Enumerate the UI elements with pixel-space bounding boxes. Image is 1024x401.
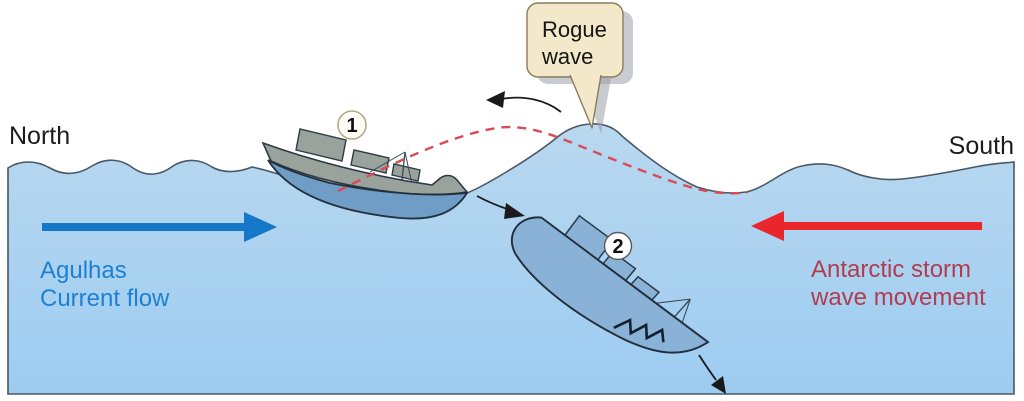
ship1-superstructure-mid [350, 149, 390, 174]
callout-line2: wave [541, 44, 593, 69]
ship2-hull [510, 216, 710, 354]
ship2-mast-stay-left [655, 298, 691, 304]
rogue-wave-dashed-path [337, 125, 749, 195]
callout-tail [569, 74, 602, 129]
ship2-hull-crack [613, 318, 665, 343]
ship1-mast-stay-left [369, 151, 406, 173]
crest-backflow-arrow [486, 91, 562, 113]
ship2-marker: 2 [603, 231, 633, 261]
down-right-arrowhead [711, 376, 726, 394]
ship1-superstructure-small [391, 163, 421, 182]
ship1-deck [261, 141, 469, 196]
right-arrow-icon [42, 212, 277, 242]
rogue-wave-callout: Rogue wave [526, 2, 633, 134]
agulhas-caption-line1: Agulhas [40, 257, 127, 284]
ship1-marker-circle [337, 110, 367, 140]
ship1-superstructure-tall [295, 128, 347, 162]
down-right-arrow-icon [698, 354, 717, 381]
ship1-mast [401, 151, 406, 181]
ship-1 [261, 128, 469, 220]
agulhas-caption-line2: Current flow [40, 285, 170, 312]
agulhas-caption: Agulhas Current flow [40, 257, 170, 312]
antarctic-caption: Antarctic storm wave movement [810, 256, 986, 311]
north-label: North [9, 122, 70, 150]
ship2-sink-arrow [698, 354, 726, 394]
curved-down-right-arrowhead [504, 203, 525, 219]
curved-left-arrow-icon [501, 96, 562, 113]
ship2-marker-circle [603, 231, 633, 261]
ship1-plunge-arrow [476, 195, 525, 219]
ship2-mast [672, 298, 691, 319]
curved-left-arrowhead [486, 91, 505, 108]
south-label: South [949, 132, 1014, 160]
ship1-submerged-hull [267, 159, 469, 220]
ship-2 [510, 214, 710, 354]
ship2-marker-number: 2 [612, 236, 623, 258]
ocean-water [7, 123, 1015, 395]
antarctic-caption-line2: wave movement [810, 284, 986, 311]
left-arrow-icon [751, 211, 982, 241]
callout-tail-join [572, 71, 599, 77]
ship1-marker: 1 [337, 110, 367, 140]
ship1-marker-number: 1 [346, 115, 357, 137]
callout-line1: Rogue [542, 17, 607, 42]
antarctic-caption-line1: Antarctic storm [811, 256, 971, 283]
ship1-mast-stay-right [404, 151, 413, 185]
